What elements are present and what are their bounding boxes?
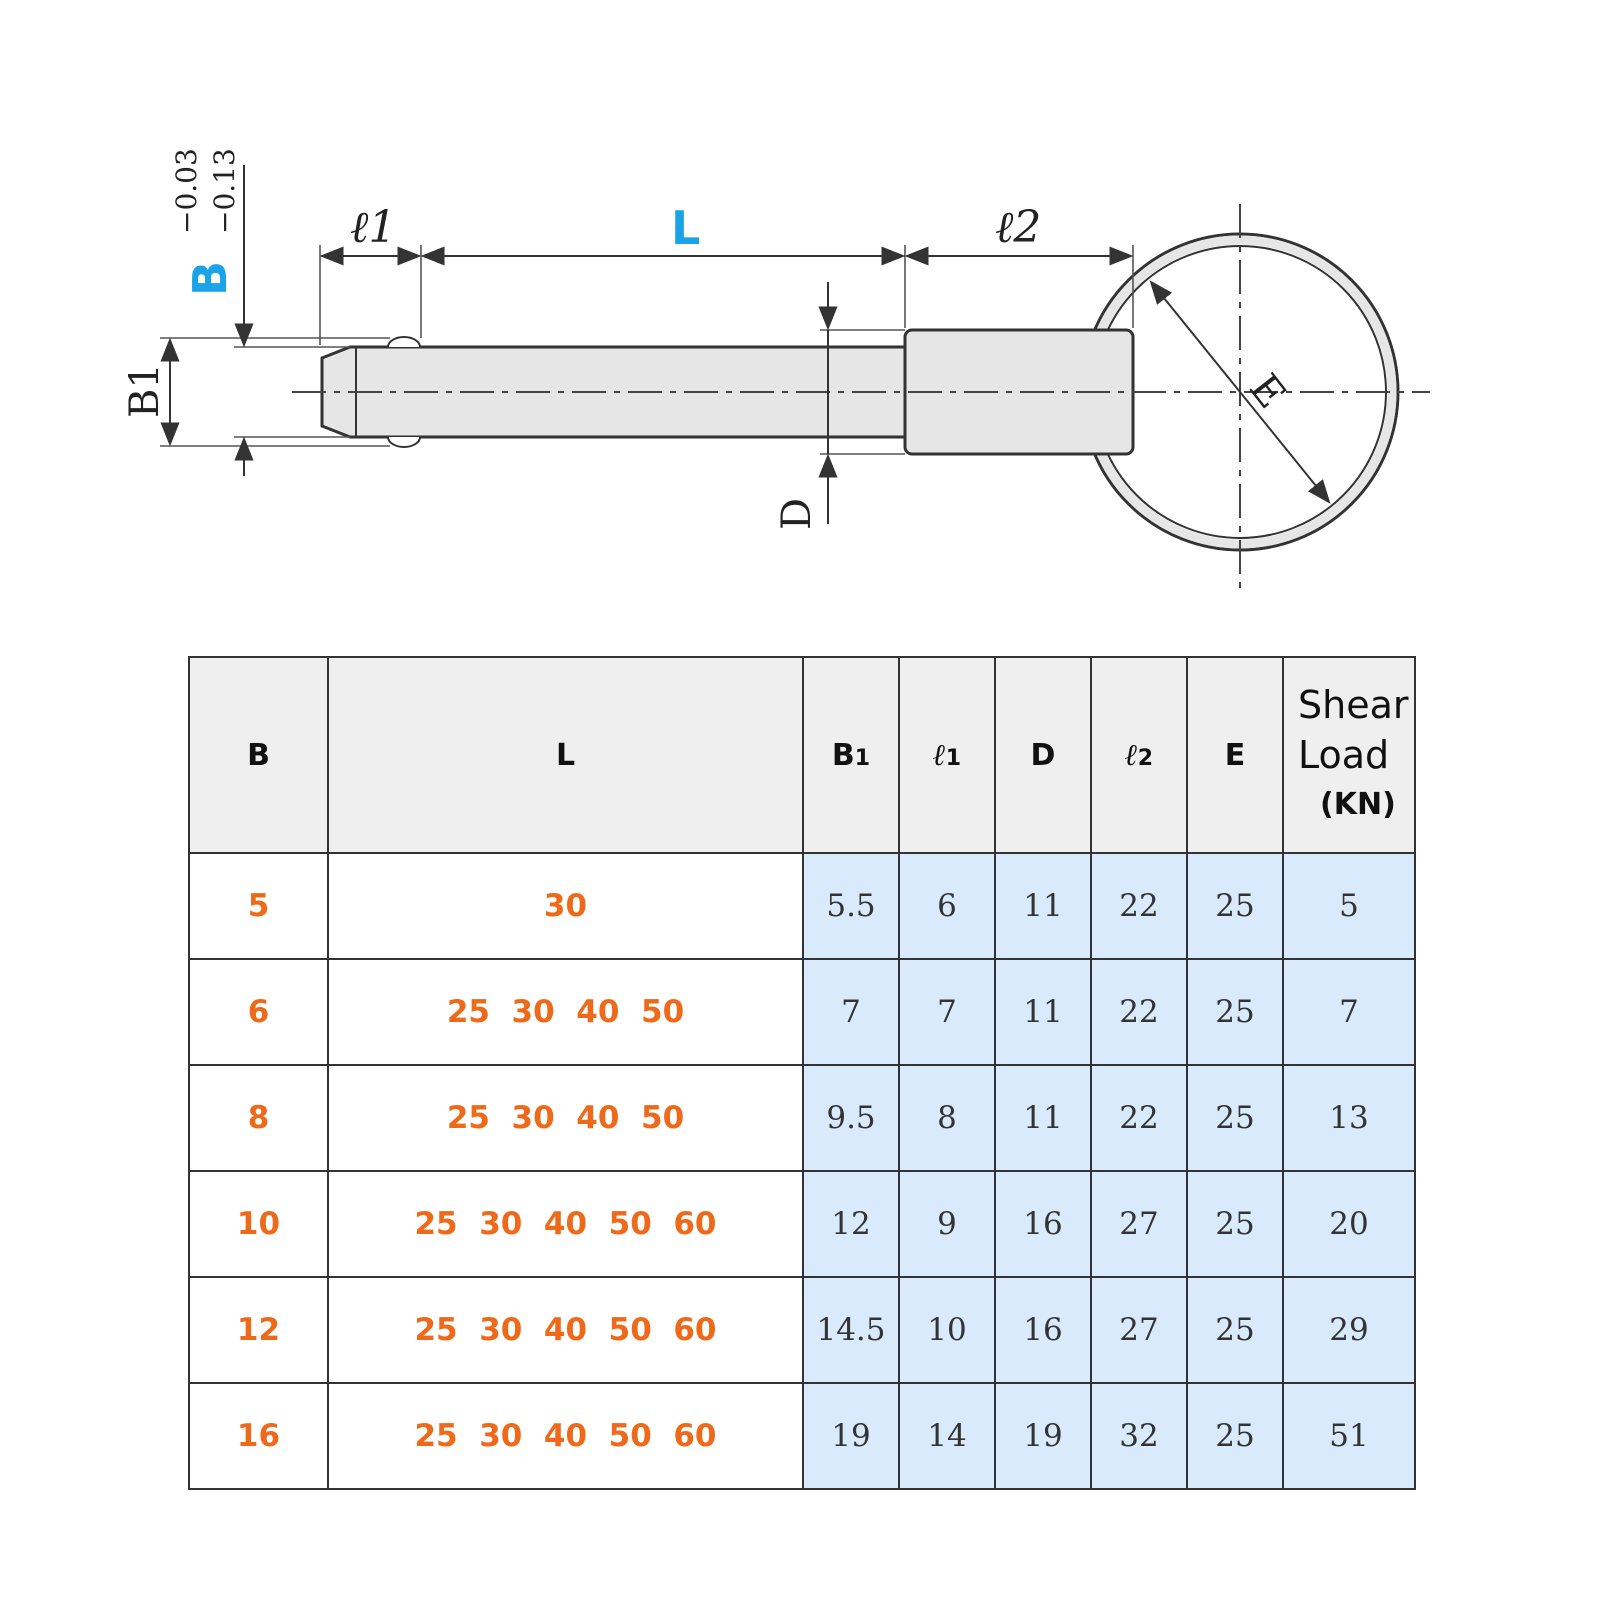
table-row: 6 25 30 40 50 7 7 11 22 25 7 — [188, 958, 1416, 1066]
header-E: E — [1186, 656, 1284, 854]
cell-l1: 8 — [898, 1064, 996, 1172]
cell-B1: 12 — [802, 1170, 900, 1278]
cell-E: 25 — [1186, 1064, 1284, 1172]
label-D: D — [774, 498, 820, 530]
label-E: E — [1240, 366, 1294, 417]
cell-B: 8 — [188, 1064, 329, 1172]
cell-E: 25 — [1186, 1170, 1284, 1278]
table-row: 16 25 30 40 50 60 19 14 19 32 25 51 — [188, 1382, 1416, 1490]
cell-l2: 27 — [1090, 1170, 1188, 1278]
ball-lock-pin-drawing: ℓ1 L ℓ2 B1 B −0.03 −0.13 D E — [122, 148, 1430, 588]
cell-D: 11 — [994, 852, 1092, 960]
table-row: 5 30 5.5 6 11 22 25 5 — [188, 852, 1416, 960]
header-B: B — [188, 656, 329, 854]
label-B1: B1 — [122, 363, 168, 418]
header-B1-main: B — [831, 737, 855, 773]
cell-E: 25 — [1186, 1382, 1284, 1490]
cell-shear: 51 — [1282, 1382, 1416, 1490]
table-row: 8 25 30 40 50 9.5 8 11 22 25 13 — [188, 1064, 1416, 1172]
cell-L: 30 — [327, 852, 804, 960]
cell-D: 16 — [994, 1170, 1092, 1278]
cell-B1: 5.5 — [802, 852, 900, 960]
header-B1-sub: 1 — [854, 745, 871, 771]
cell-L: 25 30 40 50 — [327, 1064, 804, 1172]
locking-ball-top — [387, 336, 421, 348]
header-l2-sub: 2 — [1137, 745, 1154, 771]
cell-E: 25 — [1186, 852, 1284, 960]
header-shear-line2: Load — [1298, 733, 1390, 777]
cell-B1: 9.5 — [802, 1064, 900, 1172]
cell-L: 25 30 40 50 — [327, 958, 804, 1066]
label-l2: ℓ2 — [995, 202, 1041, 253]
cell-B: 5 — [188, 852, 329, 960]
header-l2: ℓ2 — [1090, 656, 1188, 854]
cell-l2: 22 — [1090, 958, 1188, 1066]
cell-D: 11 — [994, 958, 1092, 1066]
cell-shear: 29 — [1282, 1276, 1416, 1384]
label-L: L — [671, 201, 700, 255]
cell-B: 16 — [188, 1382, 329, 1490]
cell-l1: 6 — [898, 852, 996, 960]
cell-shear: 5 — [1282, 852, 1416, 960]
table-row: 12 25 30 40 50 60 14.5 10 16 27 25 29 — [188, 1276, 1416, 1384]
cell-L: 25 30 40 50 60 — [327, 1382, 804, 1490]
header-B1: B1 — [802, 656, 900, 854]
header-l1: ℓ1 — [898, 656, 996, 854]
cell-L: 25 30 40 50 60 — [327, 1276, 804, 1384]
cell-B: 12 — [188, 1276, 329, 1384]
spec-table: B L B1 ℓ1 D ℓ2 E Shear Load (KN) 5 30 5.… — [188, 656, 1416, 1490]
header-l2-main: ℓ — [1124, 737, 1138, 773]
cell-l2: 22 — [1090, 1064, 1188, 1172]
header-shear-line1: Shear — [1298, 683, 1409, 727]
cell-shear: 20 — [1282, 1170, 1416, 1278]
cell-L: 25 30 40 50 60 — [327, 1170, 804, 1278]
cell-shear: 13 — [1282, 1064, 1416, 1172]
table-header-row: B L B1 ℓ1 D ℓ2 E Shear Load (KN) — [188, 656, 1416, 854]
header-l1-main: ℓ — [932, 737, 946, 773]
cell-l1: 9 — [898, 1170, 996, 1278]
cell-B: 10 — [188, 1170, 329, 1278]
label-l1: ℓ1 — [350, 202, 396, 253]
header-L: L — [327, 656, 804, 854]
label-B-lower-tolerance: −0.13 — [208, 148, 241, 234]
cell-l1: 10 — [898, 1276, 996, 1384]
cell-l1: 7 — [898, 958, 996, 1066]
cell-D: 16 — [994, 1276, 1092, 1384]
table-row: 10 25 30 40 50 60 12 9 16 27 25 20 — [188, 1170, 1416, 1278]
header-shear-load: Shear Load (KN) — [1282, 656, 1416, 854]
label-B-upper-tolerance: −0.03 — [170, 148, 203, 234]
cell-B: 6 — [188, 958, 329, 1066]
cell-E: 25 — [1186, 958, 1284, 1066]
cell-B1: 19 — [802, 1382, 900, 1490]
header-l1-sub: 1 — [945, 745, 962, 771]
cell-shear: 7 — [1282, 958, 1416, 1066]
label-B: B — [183, 261, 237, 296]
cell-D: 19 — [994, 1382, 1092, 1490]
header-shear-unit: (KN) — [1320, 787, 1396, 822]
cell-l2: 22 — [1090, 852, 1188, 960]
cell-D: 11 — [994, 1064, 1092, 1172]
cell-l2: 27 — [1090, 1276, 1188, 1384]
cell-B1: 7 — [802, 958, 900, 1066]
dim-line-E — [1149, 280, 1331, 504]
cell-E: 25 — [1186, 1276, 1284, 1384]
cell-l2: 32 — [1090, 1382, 1188, 1490]
header-D: D — [994, 656, 1092, 854]
locking-ball-bottom — [387, 436, 421, 448]
cell-l1: 14 — [898, 1382, 996, 1490]
cell-B1: 14.5 — [802, 1276, 900, 1384]
